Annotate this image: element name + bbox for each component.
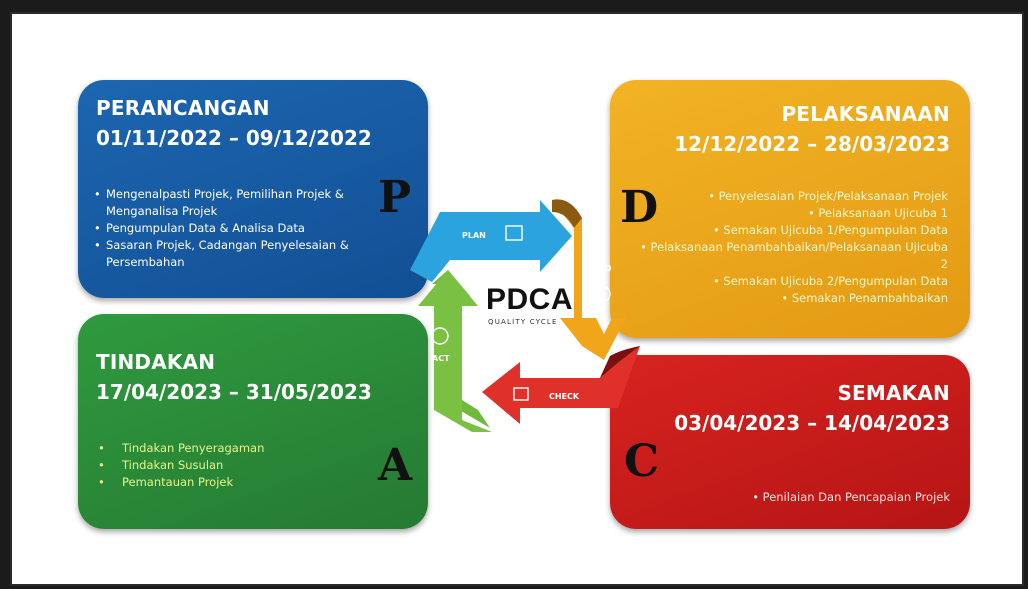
plan-title: PERANCANGAN (96, 96, 270, 120)
list-item: Sasaran Projek, Cadangan Penyelesaian & … (92, 237, 402, 271)
list-item: Penilaian Dan Pencapaian Projek (650, 489, 950, 506)
pdca-subtitle: QUALITY CYCLE (488, 318, 558, 326)
plan-letter: P (378, 172, 412, 223)
check-panel: SEMAKAN 03/04/2023 – 14/04/2023 Penilaia… (610, 355, 970, 529)
list-item: Tindakan Penyeragaman (96, 440, 336, 457)
act-arrow-label: ACT (432, 354, 450, 363)
act-list: Tindakan Penyeragaman Tindakan Susulan P… (96, 440, 336, 491)
plan-icon (505, 225, 523, 241)
act-panel: TINDAKAN 17/04/2023 – 31/05/2023 Tindaka… (78, 314, 428, 529)
list-item: Pengumpulan Data & Analisa Data (92, 220, 402, 237)
act-dates: 17/04/2023 – 31/05/2023 (96, 380, 372, 404)
check-arrow-label: CHECK (549, 392, 580, 401)
plan-arrow-label: PLAN (462, 231, 486, 240)
list-item: Mengenalpasti Projek, Pemilihan Projek &… (92, 186, 402, 220)
check-list: Penilaian Dan Pencapaian Projek (650, 489, 950, 506)
list-item: Pelaksanaan Penambahbaikan/Pelaksanaan U… (630, 239, 948, 273)
check-dates: 03/04/2023 – 14/04/2023 (674, 411, 950, 435)
do-list: Penyelesaian Projek/Pelaksanaan Projek P… (630, 188, 948, 307)
list-item: Semakan Penambahbaikan (630, 290, 948, 307)
check-icon (513, 387, 529, 401)
list-item: Penyelesaian Projek/Pelaksanaan Projek (630, 188, 948, 205)
do-arrow-label: DO (598, 264, 612, 273)
do-title: PELAKSANAAN (781, 102, 950, 126)
list-item: Semakan Ujicuba 2/Pengumpulan Data (630, 273, 948, 290)
check-title: SEMAKAN (837, 381, 950, 405)
pdca-title: PDCA (486, 283, 574, 316)
list-item: Tindakan Susulan (96, 457, 336, 474)
list-item: Pelaksanaan Ujicuba 1 (630, 205, 948, 222)
plan-dates: 01/11/2022 – 09/12/2022 (96, 126, 372, 150)
plan-list: Mengenalpasti Projek, Pemilihan Projek &… (92, 186, 402, 271)
act-title: TINDAKAN (96, 350, 216, 374)
do-arrow (552, 200, 626, 360)
plan-panel: PERANCANGAN 01/11/2022 – 09/12/2022 Meng… (78, 80, 428, 298)
plan-arrow (410, 200, 572, 282)
check-arrow (482, 346, 640, 424)
list-item: Pemantauan Projek (96, 474, 336, 491)
do-letter: D (620, 182, 659, 233)
do-dates: 12/12/2022 – 28/03/2023 (674, 132, 950, 156)
do-panel: PELAKSANAAN 12/12/2022 – 28/03/2023 Peny… (610, 80, 970, 338)
list-item: Semakan Ujicuba 1/Pengumpulan Data (630, 222, 948, 239)
act-letter: A (378, 440, 413, 491)
do-icon (593, 285, 611, 303)
check-letter: C (624, 436, 660, 487)
act-icon (431, 327, 449, 345)
